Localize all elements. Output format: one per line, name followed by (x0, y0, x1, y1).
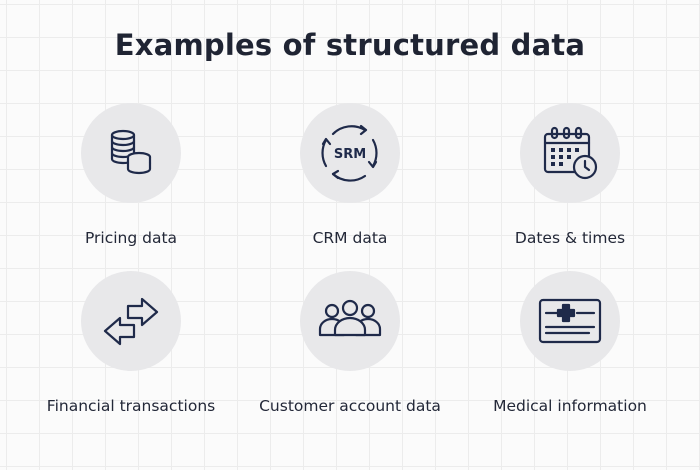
item-label: Customer account data (259, 397, 441, 415)
item-medical-information: Medical information (455, 271, 685, 415)
icon-circle (81, 103, 181, 203)
people-group-icon (318, 299, 382, 337)
item-dates-times: Dates & times (455, 103, 685, 247)
item-pricing-data: Pricing data (16, 103, 246, 247)
item-label: Dates & times (514, 229, 626, 247)
srm-cycle-icon: SRM (321, 124, 378, 182)
coins-icon (110, 129, 152, 175)
icon-circle (520, 103, 620, 203)
item-customer-account-data: Customer account data (235, 271, 465, 415)
icon-circle (520, 271, 620, 371)
exchange-arrows-icon (103, 297, 159, 346)
icon-circle: SRM (300, 103, 400, 203)
icon-circle (300, 271, 400, 371)
calendar-clock-icon (543, 126, 598, 180)
item-label: Financial transactions (46, 397, 216, 415)
medical-card-icon (538, 298, 602, 344)
item-label: Pricing data (84, 229, 178, 247)
icon-circle (81, 271, 181, 371)
srm-icon-text: SRM (334, 147, 366, 162)
item-label: Medical information (493, 397, 647, 415)
item-crm-data: SRM CRM data (235, 103, 465, 247)
page-title: Examples of structured data (114, 28, 586, 62)
item-label: CRM data (312, 229, 388, 247)
item-financial-transactions: Financial transactions (16, 271, 246, 415)
